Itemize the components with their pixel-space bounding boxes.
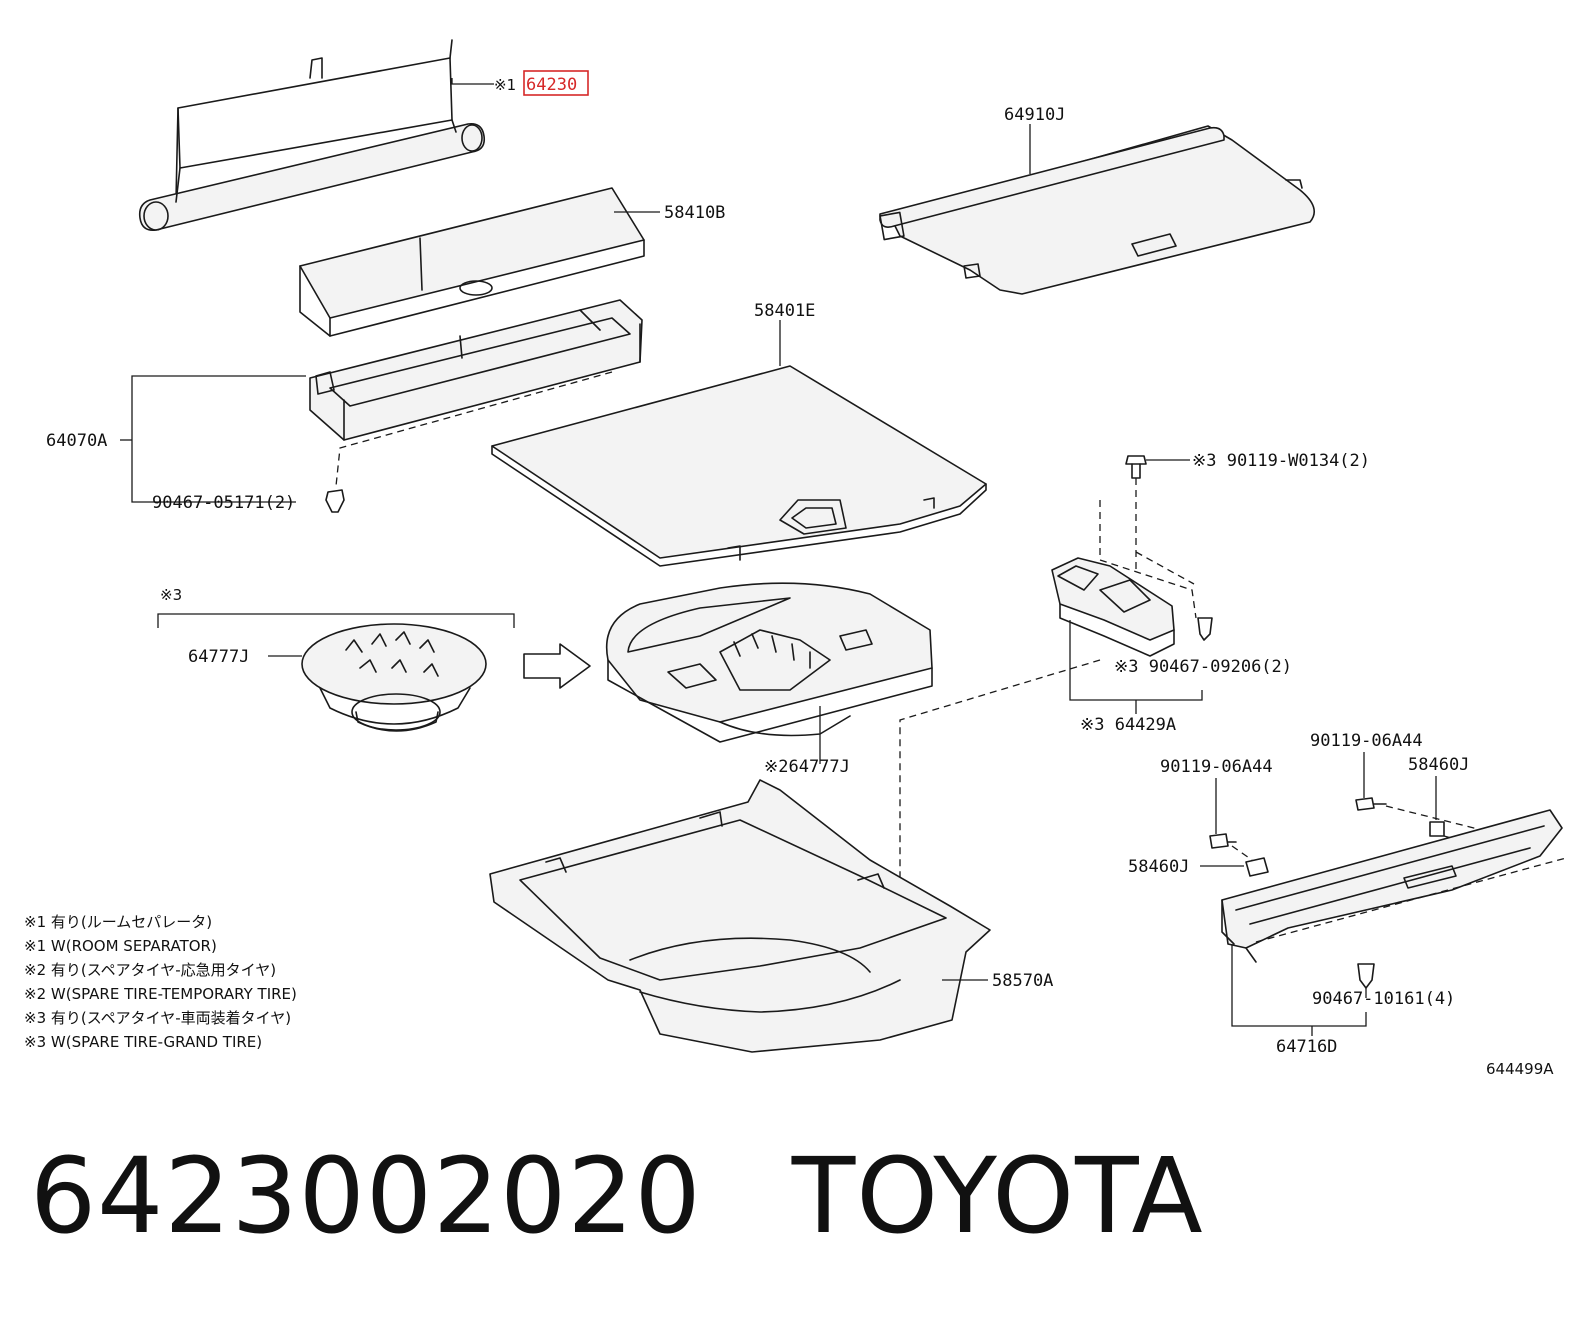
part-64070A-tray[interactable]: [309, 299, 643, 441]
note-line-1: ※1 有り(ルームセパレータ): [24, 913, 212, 931]
label-58570A[interactable]: 58570A: [992, 971, 1053, 991]
clip-58460J-right[interactable]: [1429, 821, 1445, 837]
leader-64070A: [131, 375, 306, 503]
screw-90119-W0134[interactable]: [1125, 455, 1147, 479]
note-line-4: ※2 W(SPARE TIRE-TEMPORARY TIRE): [24, 985, 297, 1003]
part-64777J-spare-tire-spacer[interactable]: [301, 623, 487, 732]
part-64230-room-separator[interactable]: [138, 39, 486, 232]
clip-90467-10161[interactable]: [1357, 963, 1375, 989]
label-64070A[interactable]: 64070A: [46, 431, 107, 451]
leader-64230: [451, 78, 494, 85]
note-line-6: ※3 W(SPARE TIRE-GRAND TIRE): [24, 1033, 262, 1051]
label-58460J-left[interactable]: 58460J: [1128, 857, 1189, 877]
clip-58460J-left[interactable]: [1245, 857, 1269, 877]
label-90467-10161[interactable]: 90467-10161(4): [1312, 989, 1455, 1009]
part-64716D-scuff-plate[interactable]: [1221, 809, 1563, 963]
label-90119-06A44-b[interactable]: 90119-06A44: [1310, 731, 1423, 751]
part-64777J-tool-tray[interactable]: [606, 582, 933, 743]
label-64230[interactable]: 64230: [526, 75, 577, 95]
part-64429A-bracket[interactable]: [1051, 557, 1175, 657]
notes-block: ※1 有り(ルームセパレータ) ※1 W(ROOM SEPARATOR) ※2 …: [24, 913, 297, 1051]
clip-90467-05171[interactable]: [325, 489, 345, 513]
clip-90467-09206[interactable]: [1197, 617, 1213, 641]
label-90119-06A44-a[interactable]: 90119-06A44: [1160, 757, 1273, 777]
label-note3-top: ※3: [160, 586, 182, 604]
note-line-3: ※2 有り(スペアタイヤ-応急用タイヤ): [24, 961, 276, 979]
diagram-reference-code: 644499A: [1486, 1060, 1554, 1078]
dashed-paths-64429A: [1099, 478, 1197, 619]
label-90119-W0134[interactable]: ※3 90119-W0134(2): [1192, 451, 1370, 471]
label-64230-prefix: ※1: [494, 76, 516, 94]
label-64429A[interactable]: ※3 64429A: [1080, 715, 1176, 735]
part-58401E-deck-board[interactable]: [491, 365, 987, 567]
label-58460J-right[interactable]: 58460J: [1408, 755, 1469, 775]
bracket-note3: [157, 613, 515, 628]
label-64716D[interactable]: 64716D: [1276, 1037, 1337, 1057]
dashed-link-64429A: [899, 659, 1101, 920]
arrow-icon: [523, 643, 591, 689]
part-58410B-board[interactable]: [299, 187, 645, 337]
part-58570A-trunk-tub[interactable]: [489, 779, 991, 1053]
highlight-box-64230: [523, 70, 589, 96]
label-64777J-left[interactable]: 64777J: [188, 647, 249, 667]
dashed-fastener-path-64070A: [335, 371, 613, 487]
part-64910J-tonneau-cover[interactable]: [879, 125, 1316, 295]
caption: 6423002020 TOYOTA: [30, 1135, 1294, 1257]
bracket-64716D: [1231, 944, 1367, 1027]
caption-brand: TOYOTA: [791, 1135, 1204, 1257]
screw-90119-06A44-a[interactable]: [1209, 833, 1237, 849]
label-64777J-bottom[interactable]: ※264777J: [764, 757, 850, 777]
note-line-2: ※1 W(ROOM SEPARATOR): [24, 937, 217, 955]
caption-part-number: 6423002020: [30, 1135, 702, 1257]
dashed-edge-64716D: [1255, 857, 1567, 943]
note-line-5: ※3 有り(スペアタイヤ-車両装着タイヤ): [24, 1009, 291, 1027]
label-64910J[interactable]: 64910J: [1004, 105, 1065, 125]
label-90467-05171[interactable]: 90467-05171(2): [152, 493, 295, 513]
label-58401E[interactable]: 58401E: [754, 301, 815, 321]
label-90467-09206[interactable]: ※3 90467-09206(2): [1114, 657, 1292, 677]
label-58410B[interactable]: 58410B: [664, 203, 725, 223]
screw-90119-06A44-b[interactable]: [1355, 797, 1387, 811]
